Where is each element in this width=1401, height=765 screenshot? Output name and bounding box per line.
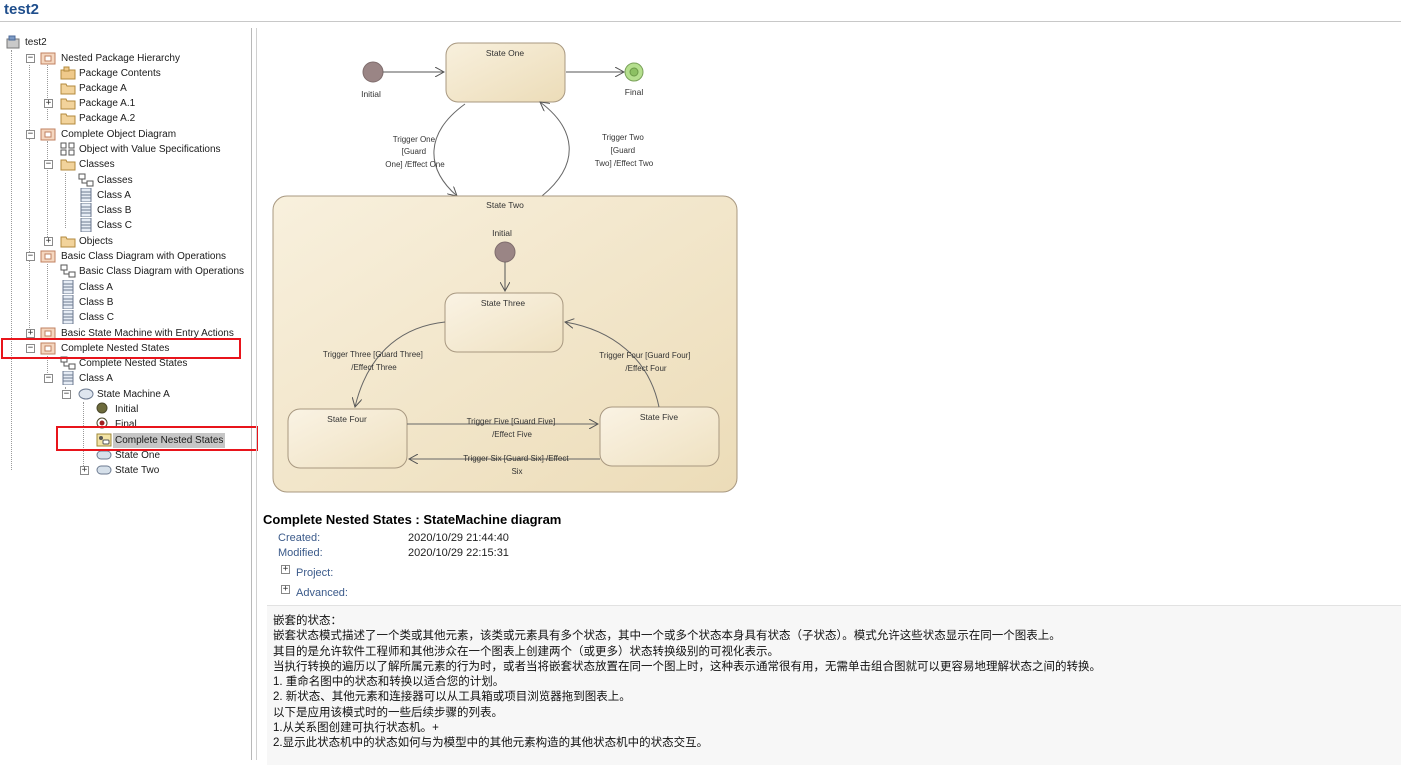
inner-initial-pseudostate[interactable] bbox=[494, 241, 516, 263]
expand-toggle[interactable]: + bbox=[44, 98, 53, 108]
collapse-toggle[interactable]: − bbox=[26, 251, 35, 261]
advanced-section-label[interactable]: Advanced: bbox=[296, 587, 348, 599]
final-node-icon bbox=[96, 417, 108, 429]
state-machine-diagram[interactable]: Initial State One Final Trigger One [Gua… bbox=[257, 28, 747, 498]
class-icon bbox=[62, 310, 74, 324]
package-diagram-folder-icon bbox=[60, 66, 76, 80]
state-machine-icon bbox=[78, 388, 94, 400]
package-diagram-icon bbox=[40, 52, 56, 65]
notes-line: 嵌套状态模式描述了一个类或其他元素，该类或元素具有多个状态，其中一个或多个状态本… bbox=[273, 630, 1061, 643]
initial-node-icon bbox=[96, 402, 108, 414]
class-diagram-icon bbox=[78, 173, 94, 187]
folder-icon bbox=[60, 236, 76, 248]
class-icon bbox=[62, 371, 74, 385]
state-three-label: State Three bbox=[481, 298, 526, 308]
state-icon bbox=[96, 450, 112, 460]
model-root-icon bbox=[6, 35, 20, 49]
package-diagram-icon bbox=[40, 250, 56, 263]
notes-line: 当执行转换的遍历以了解所属元素的行为时，或者当将嵌套状态放置在同一个图上时，这种… bbox=[273, 660, 1101, 673]
created-value: 2020/10/29 21:44:40 bbox=[408, 532, 509, 544]
initial-pseudostate[interactable] bbox=[362, 61, 384, 83]
class-icon bbox=[80, 203, 92, 217]
state-two-label: State Two bbox=[486, 200, 524, 210]
notes-line: 1.从关系图创建可执行状态机。+ bbox=[273, 722, 439, 735]
trigger-one-label: Trigger One [Guard One] /Effect One bbox=[385, 135, 445, 169]
notes-line: 2. 新状态、其他元素和连接器可以从工具箱或项目浏览器拖到图表上。 bbox=[273, 691, 631, 704]
notes-line: 其目的是允许软件工程师和其他涉众在一个图表上创建两个（或更多）状态转换级别的可视… bbox=[273, 645, 779, 658]
notes-line: 以下是应用该模式时的一些后续步骤的列表。 bbox=[273, 706, 503, 719]
inner-initial-label: Initial bbox=[492, 228, 512, 238]
trigger-three-label: Trigger Three [Guard Three] /Effect Thre… bbox=[323, 350, 425, 372]
class-icon bbox=[80, 218, 92, 232]
folder-icon bbox=[60, 113, 76, 125]
main-panel: Initial State One Final Trigger One [Gua… bbox=[256, 28, 1401, 765]
class-diagram-icon bbox=[60, 264, 76, 278]
modified-value: 2020/10/29 22:15:31 bbox=[408, 547, 509, 559]
state-four[interactable] bbox=[287, 408, 408, 469]
folder-icon bbox=[60, 83, 76, 95]
class-icon bbox=[62, 295, 74, 309]
expand-toggle[interactable]: + bbox=[44, 236, 53, 246]
collapse-toggle[interactable]: − bbox=[44, 373, 53, 383]
folder-icon bbox=[60, 98, 76, 110]
transition-two-to-one[interactable] bbox=[540, 102, 570, 197]
collapse-toggle[interactable]: − bbox=[26, 129, 35, 139]
modified-label: Modified: bbox=[278, 547, 323, 559]
notes-line: 2.显示此状态机中的状态如何与为模型中的其他元素构造的其他状态机中的状态交互。 bbox=[273, 737, 709, 750]
trigger-four-label: Trigger Four [Guard Four] /Effect Four bbox=[599, 351, 693, 373]
folder-icon bbox=[60, 159, 76, 171]
collapse-toggle[interactable]: − bbox=[62, 389, 71, 399]
window-title-bar: test2 bbox=[0, 0, 1401, 22]
expand-toggle[interactable]: + bbox=[26, 328, 35, 338]
object-diagram-icon bbox=[60, 142, 75, 156]
transition-five-to-three[interactable] bbox=[565, 322, 660, 408]
highlight-box-diagram bbox=[56, 426, 258, 451]
created-label: Created: bbox=[278, 532, 321, 544]
collapse-toggle[interactable]: − bbox=[26, 343, 35, 353]
state-icon bbox=[96, 465, 112, 475]
state-one-label: State One bbox=[486, 48, 525, 58]
state-one[interactable] bbox=[445, 42, 566, 103]
project-expand-toggle[interactable]: + bbox=[281, 564, 290, 574]
notes-line: 1. 重命名图中的状态和转换以适合您的计划。 bbox=[273, 676, 505, 689]
trigger-six-label: Trigger Six [Guard Six] /Effect Six bbox=[463, 454, 571, 476]
class-icon bbox=[62, 280, 74, 294]
collapse-toggle[interactable]: − bbox=[26, 53, 35, 63]
collapse-toggle[interactable]: − bbox=[44, 159, 53, 169]
initial-label: Initial bbox=[361, 89, 381, 99]
project-browser-tree[interactable]: test2 − Nested Package Hierarchy Package… bbox=[0, 28, 258, 760]
diagram-info-title: Complete Nested States : StateMachine di… bbox=[263, 512, 562, 527]
transition-one-to-two[interactable] bbox=[433, 103, 466, 196]
package-diagram-icon bbox=[40, 128, 56, 141]
class-icon bbox=[80, 188, 92, 202]
advanced-expand-toggle[interactable]: + bbox=[281, 584, 290, 594]
expand-toggle[interactable]: + bbox=[80, 465, 89, 475]
trigger-two-label: Trigger Two [Guard Two] /Effect Two bbox=[595, 133, 654, 168]
final-state[interactable] bbox=[624, 62, 644, 82]
project-section-label[interactable]: Project: bbox=[296, 567, 334, 579]
window-title: test2 bbox=[4, 1, 40, 18]
trigger-five-label: Trigger Five [Guard Five] /Effect Five bbox=[467, 417, 558, 439]
diagram-notes: 嵌套的状态： 嵌套状态模式描述了一个类或其他元素，该类或元素具有多个状态，其中一… bbox=[267, 605, 1401, 765]
final-label: Final bbox=[625, 87, 644, 97]
package-diagram-icon bbox=[40, 342, 56, 355]
notes-line: 嵌套的状态： bbox=[273, 615, 342, 627]
highlight-box-package bbox=[1, 338, 241, 359]
state-five-label: State Five bbox=[640, 412, 679, 422]
state-four-label: State Four bbox=[327, 414, 367, 424]
state-five[interactable] bbox=[599, 406, 720, 467]
state-machine-diagram-icon bbox=[96, 433, 112, 447]
transition-three-to-four[interactable] bbox=[355, 321, 446, 407]
